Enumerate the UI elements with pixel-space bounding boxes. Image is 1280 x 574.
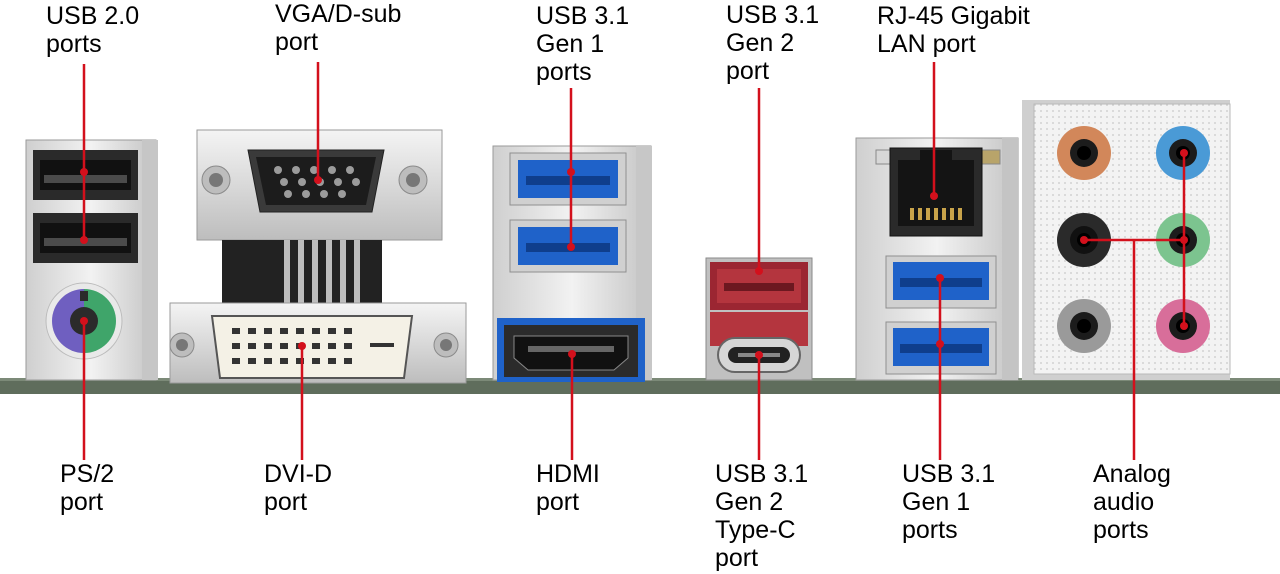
vga-dvi-stack (169, 129, 467, 384)
dvi-d-connector (210, 315, 414, 379)
label-usb31-gen2-type-c: USB 3.1 Gen 2 Type-C port (715, 460, 809, 572)
usb31-hdmi-stack (492, 145, 652, 382)
leader-dots (80, 149, 1188, 359)
label-hdmi: HDMI port (536, 460, 600, 516)
leader-lines (82, 62, 1186, 460)
label-usb20: USB 2.0 ports (46, 2, 140, 58)
label-audio: Analog audio ports (1093, 460, 1171, 544)
usb31-gen1-port-top-1 (509, 152, 627, 206)
rj45-connector (889, 147, 983, 237)
label-usb31-gen1-bottom: USB 3.1 Gen 1 ports (902, 460, 996, 544)
label-dvid: DVI-D port (264, 460, 333, 516)
label-vga: VGA/D-sub port (275, 0, 402, 56)
audio-jack-orange (1057, 126, 1111, 180)
usb20-port-2 (33, 213, 138, 263)
label-ps2: PS/2 port (60, 460, 115, 516)
label-rj45: RJ-45 Gigabit LAN port (877, 2, 1030, 58)
audio-jack-gray (1057, 299, 1111, 353)
label-usb31-gen2-top: USB 3.1 Gen 2 port (726, 1, 820, 85)
ps2-connector (45, 282, 123, 360)
usb20-ps2-stack (25, 139, 158, 381)
label-usb31-gen1-top: USB 3.1 Gen 1 ports (536, 2, 630, 86)
